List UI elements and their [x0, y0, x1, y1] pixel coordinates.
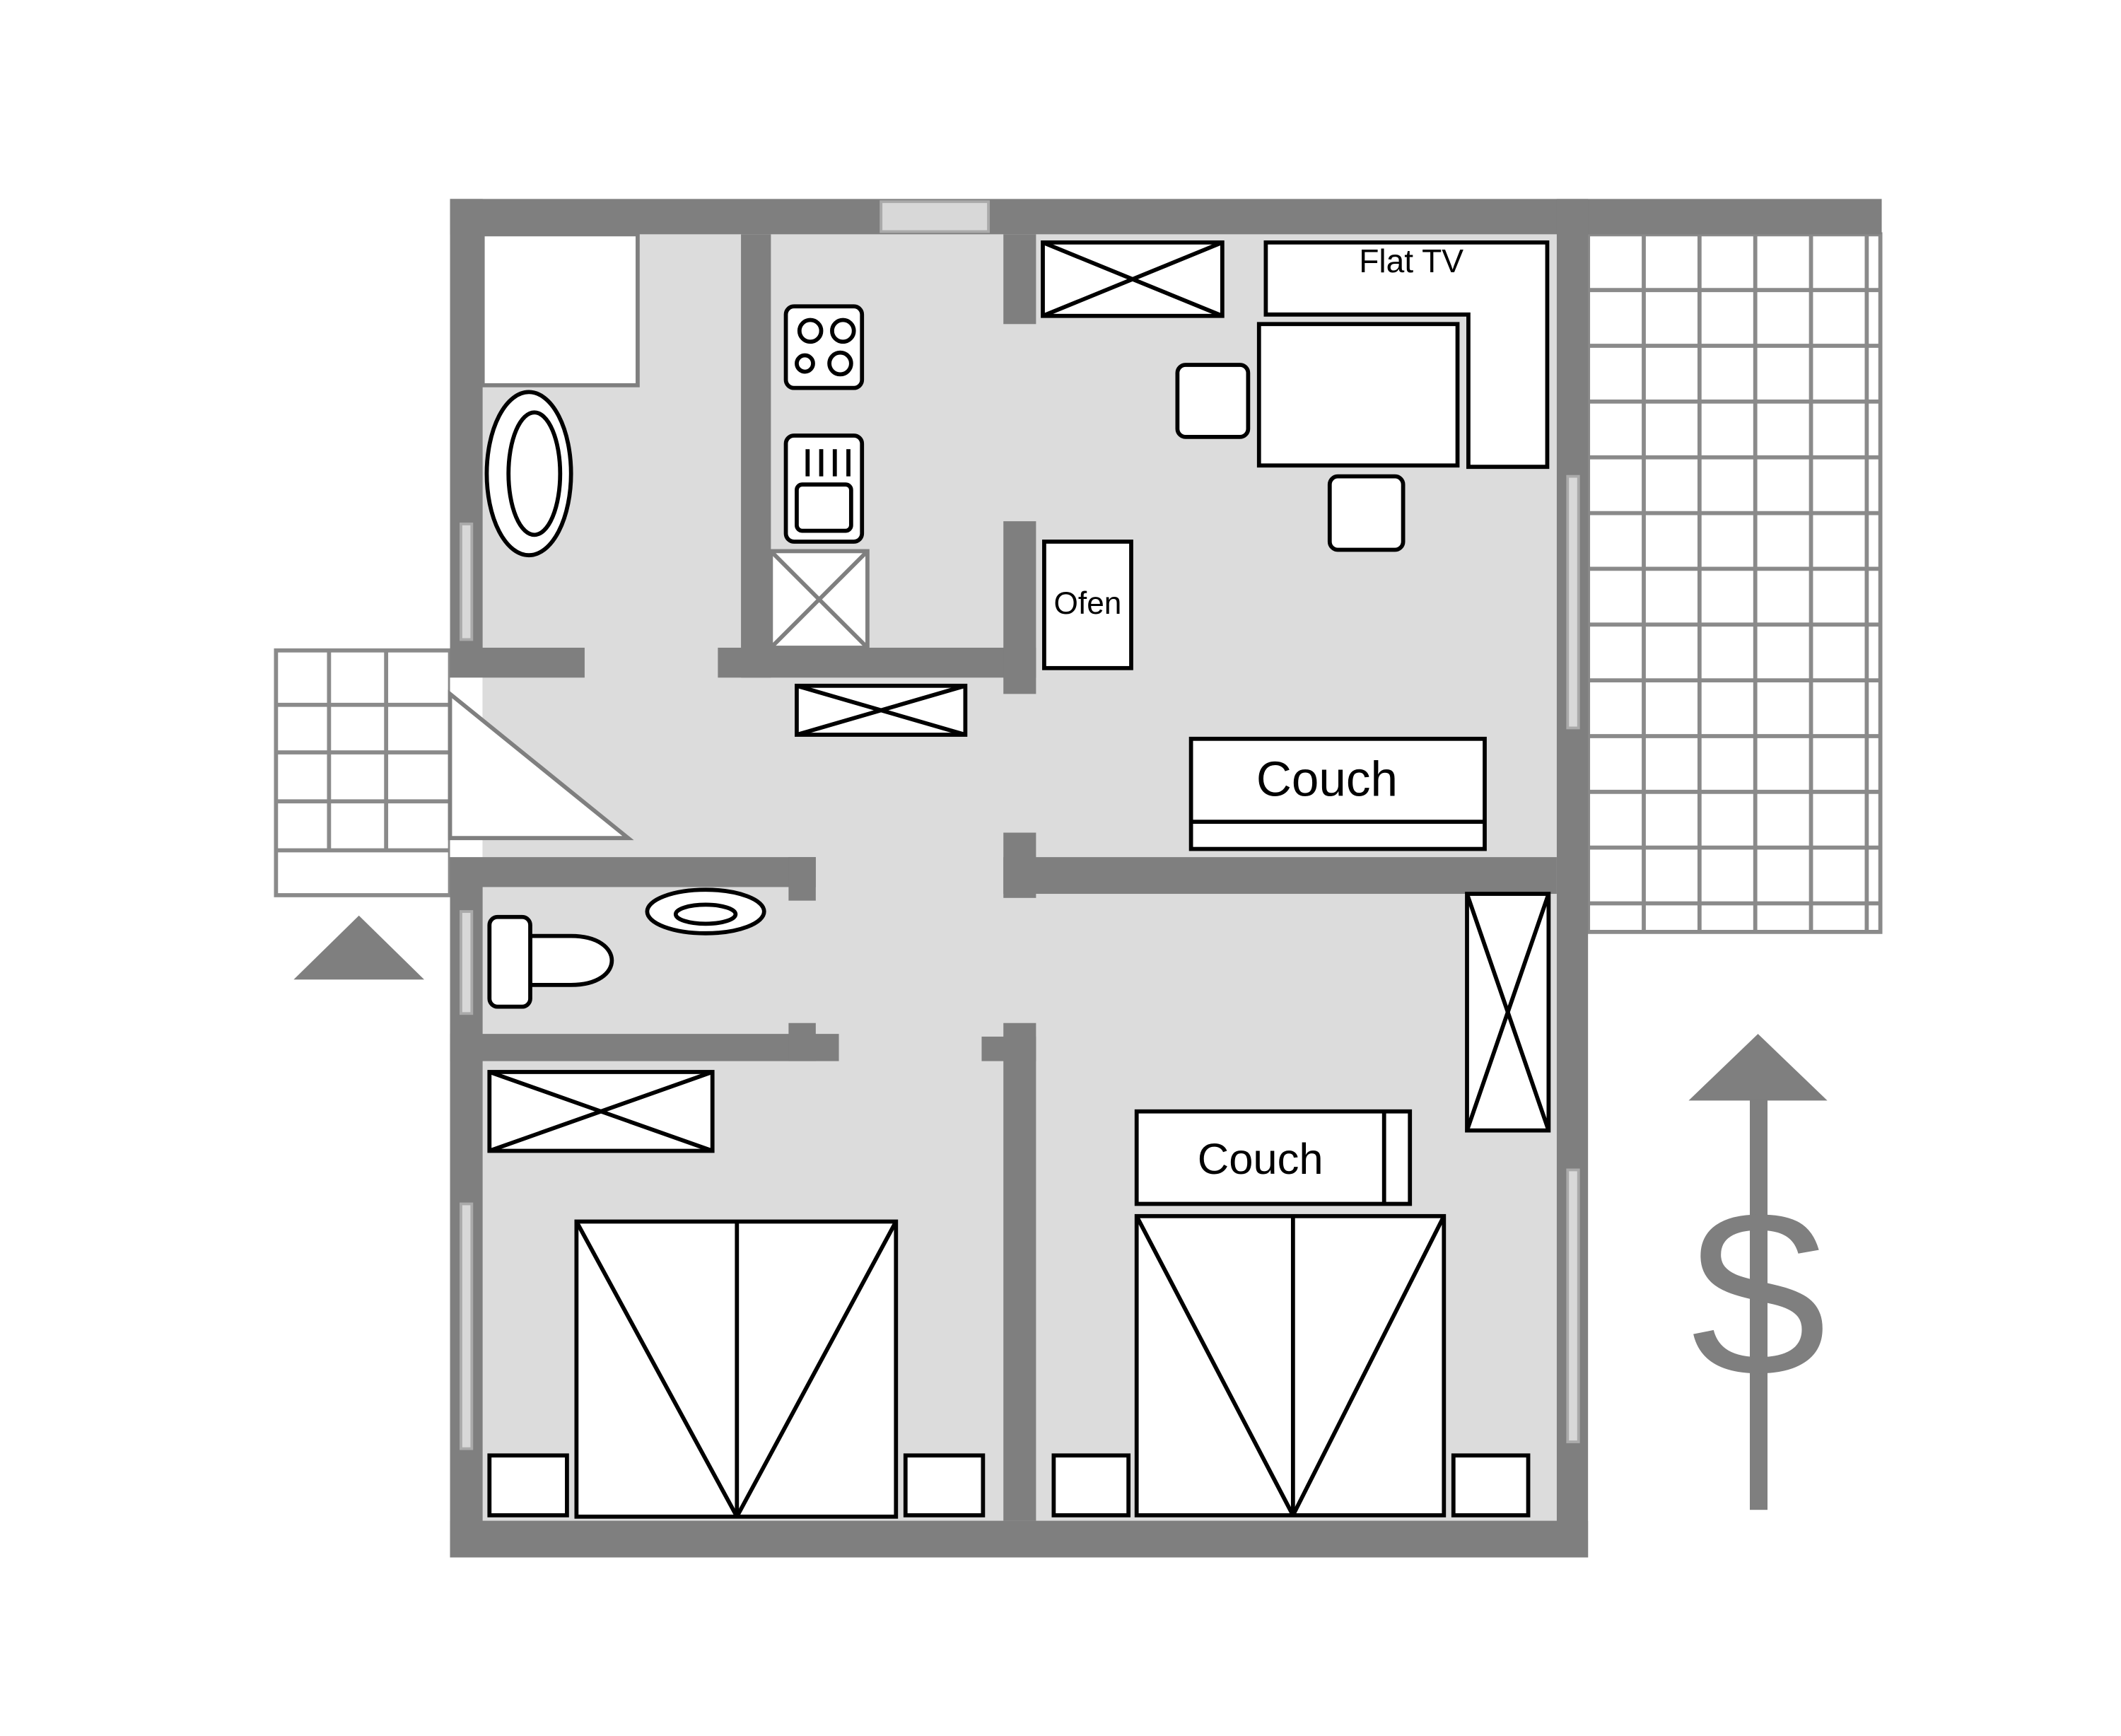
compass-arrow-icon: S: [1683, 1034, 1833, 1510]
corner-sofa: [1263, 240, 1550, 470]
svg-text:S: S: [1683, 1169, 1833, 1419]
living-couch-label: Couch: [1256, 752, 1398, 807]
oven-label: Ofen: [1054, 586, 1122, 621]
nightstand: [903, 1453, 986, 1517]
tv-label: Flat TV: [1359, 243, 1463, 279]
dining-table: [1256, 322, 1460, 468]
living-cabinet: [1041, 240, 1225, 318]
wardrobe: [487, 1070, 715, 1153]
entrance-door[interactable]: [448, 689, 634, 841]
bathtub-icon: [484, 390, 573, 558]
stove-icon: [783, 304, 865, 390]
hall-wardrobe: [795, 683, 968, 737]
entrance-steps: [274, 648, 452, 897]
bedroom-couch: [1134, 1109, 1413, 1206]
nightstand: [1451, 1453, 1531, 1517]
oven: [1042, 540, 1133, 670]
sink-icon: [783, 433, 865, 544]
double-bed: [1134, 1213, 1447, 1517]
nightstand: [1051, 1453, 1131, 1517]
bathroom-cabinet: [480, 232, 640, 388]
living-couch: [1188, 736, 1487, 851]
windows: [460, 200, 1580, 1450]
washbasin-icon: [645, 887, 766, 936]
chair: [1327, 474, 1406, 552]
toilet-icon: [487, 914, 614, 1009]
terrace-grid: [1586, 232, 1883, 934]
bedroom-couch-label: Couch: [1198, 1135, 1324, 1184]
nightstand: [487, 1453, 569, 1517]
kitchen-cabinet: [769, 549, 870, 650]
entrance-arrow-icon: [293, 915, 424, 980]
chair: [1175, 363, 1251, 439]
double-bed: [574, 1219, 899, 1519]
wardrobe: [1465, 892, 1551, 1133]
